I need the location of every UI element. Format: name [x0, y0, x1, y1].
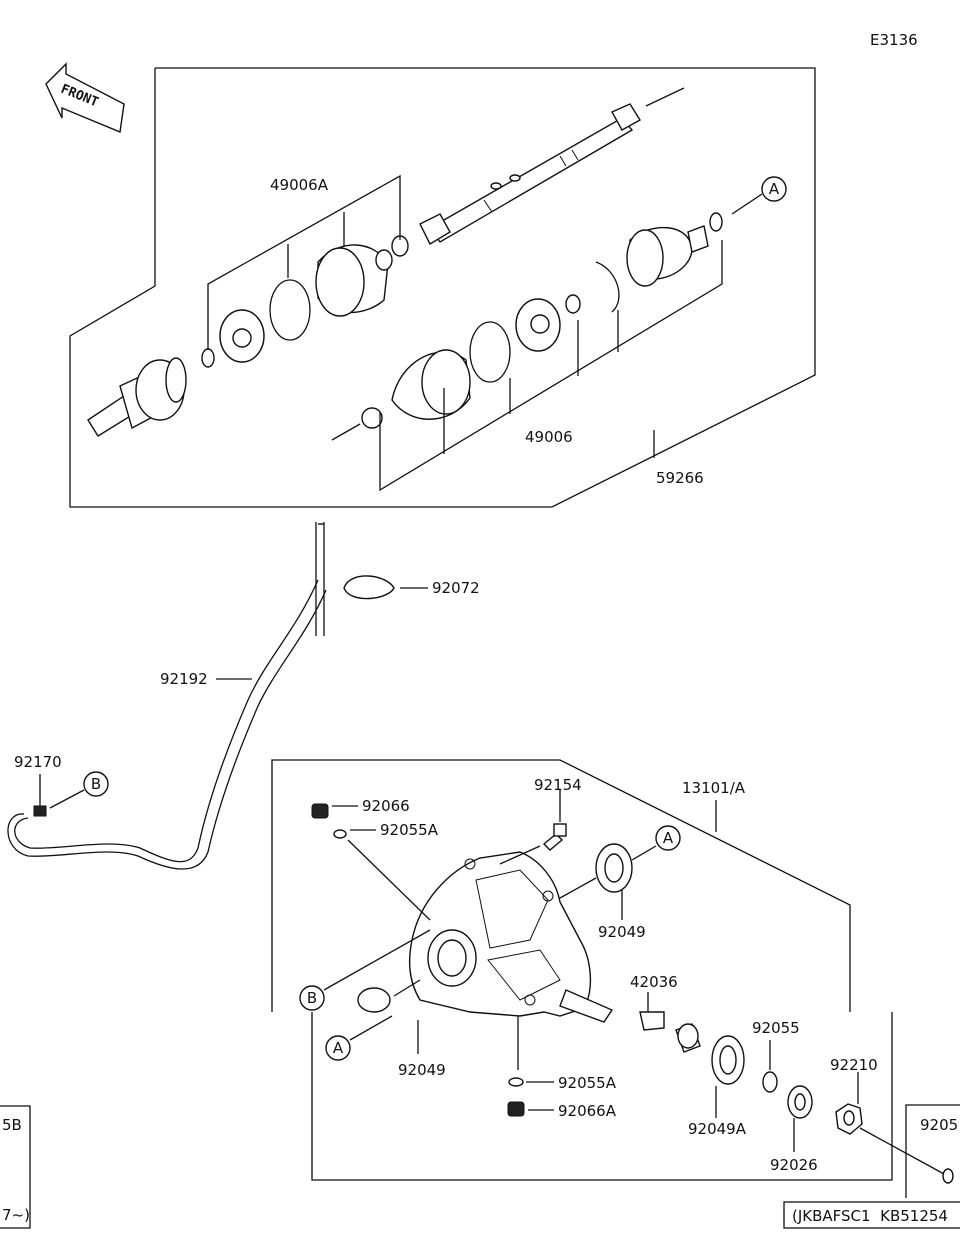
callout-b-left-label: B — [91, 775, 101, 793]
leader-lines-upper — [207, 174, 763, 492]
callout-a-upper-label: A — [769, 180, 780, 198]
label-92066: 92066 — [362, 797, 410, 815]
o-ring-bottom — [508, 1016, 554, 1087]
boot-band-lower — [469, 321, 511, 383]
drain-plug-top — [311, 803, 358, 819]
o-ring-top — [333, 829, 376, 839]
label-49006: 49006 — [525, 428, 573, 446]
pinion-shaft — [639, 992, 665, 1031]
breather-hose — [7, 522, 327, 870]
lower-boot — [331, 349, 471, 441]
callout-b-case-label: B — [307, 989, 317, 1007]
o-ring-right — [859, 1127, 954, 1184]
axle-shaft — [419, 87, 685, 245]
differential-frame — [271, 759, 851, 1012]
leader-b-left — [49, 789, 85, 809]
oil-seal-92049A — [711, 1035, 745, 1118]
edge-text-top: 5B — [2, 1116, 22, 1134]
bolt-92154 — [542, 790, 567, 851]
label-92049-left: 92049 — [398, 1061, 446, 1079]
callout-b-left — [83, 771, 109, 797]
label-92072: 92072 — [432, 579, 480, 597]
differential-frame-lower — [311, 1012, 893, 1181]
label-92192: 92192 — [160, 670, 208, 688]
diagram-code: E3136 — [870, 31, 918, 49]
label-92170: 92170 — [14, 753, 62, 771]
o-ring-92055 — [762, 1040, 778, 1093]
callout-a-left-label: A — [333, 1039, 344, 1057]
label-92026: 92026 — [770, 1156, 818, 1174]
leader-b-case — [323, 929, 431, 991]
footer-code: (JKBAFSC1 KB51254 — [792, 1207, 948, 1225]
footer-code-box — [783, 1201, 960, 1229]
label-92055A-top: 92055A — [380, 821, 439, 839]
snap-ring — [595, 261, 620, 313]
boot-band — [269, 279, 311, 341]
callout-a-left — [325, 1035, 351, 1061]
callout-a-top — [655, 825, 681, 851]
leader-bolt-to-case — [499, 845, 541, 865]
label-49006A: 49006A — [270, 176, 329, 194]
upper-boot — [315, 235, 409, 317]
partial-box-right — [905, 1104, 960, 1198]
washer-92026 — [787, 1085, 813, 1152]
callout-b-case — [299, 985, 325, 1011]
inner-cv-housing — [626, 225, 709, 287]
label-92210: 92210 — [830, 1056, 878, 1074]
label-92154: 92154 — [534, 776, 582, 794]
circlip-ring — [201, 348, 215, 368]
label-42036: 42036 — [630, 973, 678, 991]
hose-clamp — [343, 575, 395, 600]
oil-seal-top — [559, 843, 657, 920]
label-92049A: 92049A — [688, 1120, 747, 1138]
drain-plug-bottom — [507, 1101, 554, 1117]
outer-cv-joint — [87, 357, 187, 437]
small-ring-right — [565, 294, 581, 314]
shaft-assembly-frame — [69, 67, 816, 508]
edge-text-bottom: 7~) — [2, 1206, 30, 1224]
inner-race-right — [515, 298, 561, 352]
hose-fitting — [33, 805, 47, 817]
label-9205-partial: 9205 — [920, 1116, 958, 1134]
callout-a-upper — [761, 176, 787, 202]
oil-seal-left — [349, 979, 421, 1054]
bearing-collar — [675, 1023, 701, 1053]
label-92055A-bottom: 92055A — [558, 1074, 617, 1092]
leader-oring-to-case — [347, 839, 431, 921]
front-arrow-icon: FRONT — [45, 62, 125, 133]
label-13101A: 13101/A — [682, 779, 746, 797]
partial-box-left — [0, 1105, 31, 1229]
gear-case — [408, 851, 614, 1023]
label-92066A: 92066A — [558, 1102, 617, 1120]
circlip-right — [709, 212, 723, 232]
callout-a-top-label: A — [663, 829, 674, 847]
label-59266: 59266 — [656, 469, 704, 487]
label-92055: 92055 — [752, 1019, 800, 1037]
nut-92210 — [835, 1072, 863, 1135]
label-92049-top: 92049 — [598, 923, 646, 941]
inner-race — [219, 309, 265, 363]
